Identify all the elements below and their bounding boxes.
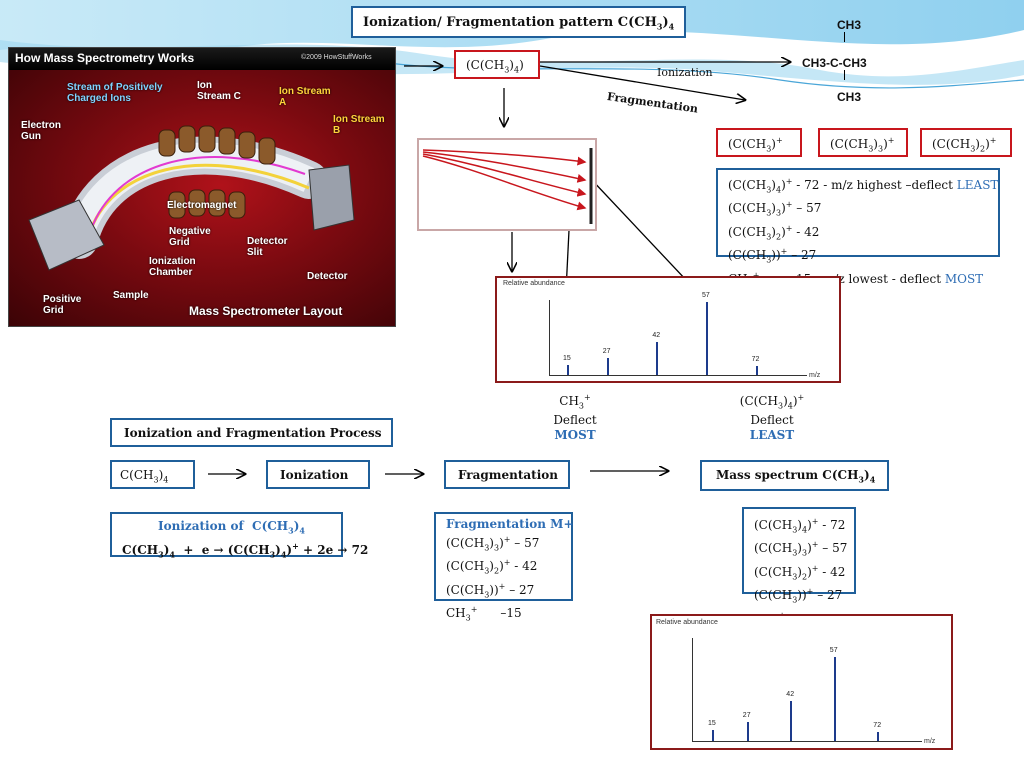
peak-mz-72 [755,366,758,375]
deflection-paths [422,148,593,224]
peak-mz-27 [606,358,609,375]
peak-label-15: 15 [563,355,571,362]
label-detector-slit: Detector Slit [247,236,288,258]
ionization-box: Ionization of C(CH3)4 C(CH3)4 + e → (C(C… [110,512,368,560]
illustration-copyright: ©2009 HowStuffWorks [301,54,372,61]
peak-label-15: 15 [708,720,716,727]
peak-mz-42 [790,701,793,741]
mass-spectrum-bottom: Relative abundance m/z 15 27 42 57 72 [650,614,953,750]
ionization-box-title: Ionization of C(CH3)4 [158,519,305,536]
illustration-header: How Mass Spectrometry Works [15,51,195,65]
label-ion-stream-a: Ion Stream A [279,86,331,108]
ionization-equation: C(CH3)4 + e → (C(CH3)4)+ + 2e → 72 [122,541,369,560]
peak-label-27: 27 [742,712,751,720]
caption-cch34: (C(CH3)4)+ Deflect LEAST [739,393,805,443]
peak-mz-15 [712,730,714,741]
fragmentation-box: Fragmentation M+ (C(CH3)3)+ – 57 (C(CH3)… [434,512,574,623]
structure-middle: CH3-C-CH3 [802,56,867,70]
peak-mz-42 [656,342,659,375]
fragment-box-cch3: (C(CH3)+ [716,128,802,157]
spectrum-top-ylabel: Relative abundance [503,280,565,287]
process-step-compound: C(CH3)4 [110,460,195,489]
spectrum-top-xlabel: m/z [809,372,821,379]
spectrum-bottom-xlabel: m/z [924,738,936,745]
peak-mz-57 [833,657,836,741]
peak-label-42: 42 [652,332,661,339]
deflection-box: (C(CH3)4)+ - 72 - m/z highest –deflect L… [716,168,1000,288]
peak-mz-72 [877,732,880,741]
label-ion-stream-c: Ion Stream C [197,80,241,102]
label-positive-grid: Positive Grid [43,294,82,316]
mass-spectrometer-illustration: How Mass Spectrometry Works ©2009 HowStu… [8,47,396,327]
peak-label-72: 72 [751,356,760,363]
label-stream-positive-ions: Stream of Positively Charged Ions [67,82,163,104]
molecule-box: (C(CH3)4) [454,50,540,79]
process-step-fragmentation: Fragmentation [444,460,570,489]
fragmentation-box-title: Fragmentation M+ [446,517,574,531]
process-title-box: Ionization and Fragmentation Process [110,418,393,447]
peak-label-27: 27 [602,348,611,355]
fragment-box-cch32: (C(CH3)2)+ [920,128,1012,157]
deflection-diagram [417,138,597,231]
peak-mz-15 [567,365,569,375]
fragment-box-cch33: (C(CH3)3)+ [818,128,908,157]
caption-ch3: CH3+ Deflect MOST [553,393,597,443]
peak-label-72: 72 [873,722,882,730]
mass-spectrum-top: Relative abundance m/z 15 27 42 57 72 [495,276,841,383]
process-step-ionization: Ionization [266,460,370,489]
peak-label-57: 57 [829,647,838,655]
structure-bottom: CH3 [837,90,862,104]
spectrum-bottom-ylabel: Relative abundance [656,619,718,626]
ionization-label: Ionization [657,66,713,79]
label-negative-grid: Negative Grid [169,226,211,248]
label-sample: Sample [113,290,149,301]
peak-label-57: 57 [702,292,710,299]
label-electromagnet: Electromagnet [167,200,237,211]
mass-box: (C(CH3)4)+ - 72 (C(CH3)3)+ – 57 (C(CH3)2… [742,507,856,628]
process-step-mass-spectrum: Mass spectrum C(CH3)4 [700,460,889,491]
label-ionization-chamber: Ionization Chamber [149,256,196,278]
peak-mz-27 [746,722,749,741]
pattern-title-box: Ionization/ Fragmentation pattern C(CH3)… [351,6,686,38]
label-ion-stream-b: Ion Stream B [333,114,385,136]
structure-top: CH3 [837,18,862,32]
label-electron-gun: Electron Gun [21,120,62,142]
label-detector: Detector [307,271,348,282]
peak-mz-57 [706,302,709,375]
illustration-footer: Mass Spectrometer Layout [189,304,343,318]
peak-label-42: 42 [786,691,795,699]
